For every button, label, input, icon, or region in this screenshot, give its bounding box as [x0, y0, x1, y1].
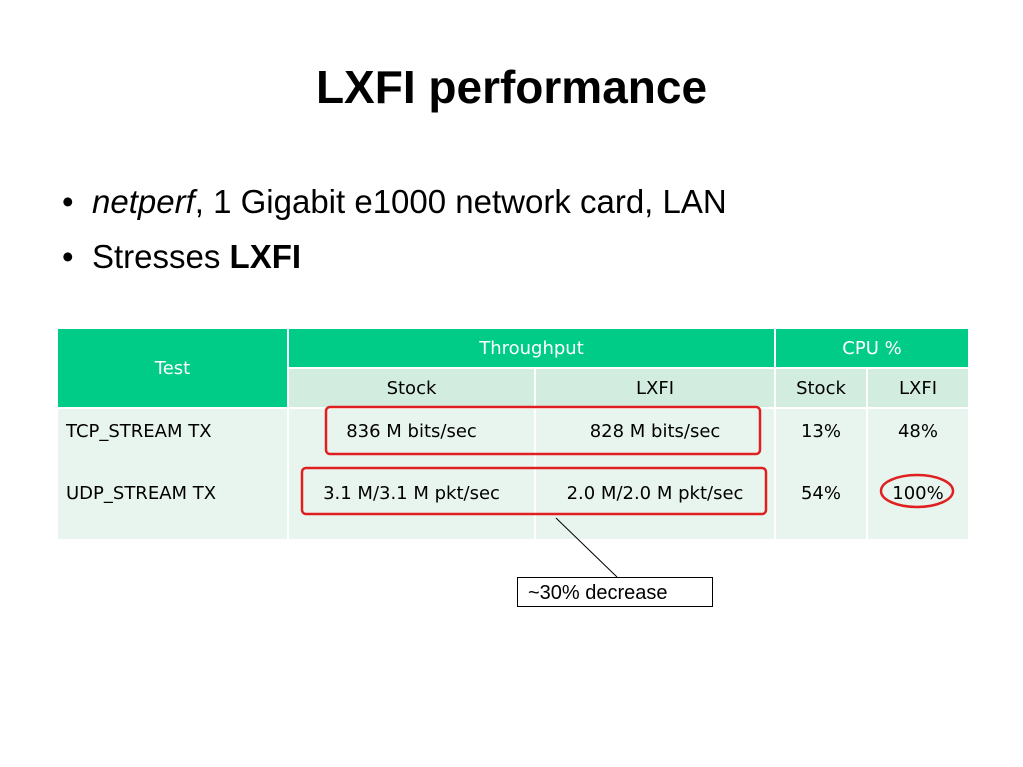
slide-title: LXFI performance	[315, 61, 708, 113]
subheader-cpu-lxfi: LXFI	[866, 367, 970, 409]
highlight-ellipse-cpu	[879, 473, 955, 509]
cell-throughput-stock: 836 M bits/sec	[346, 421, 477, 442]
column-cpu-stock: 13% 54%	[774, 407, 868, 541]
cell-throughput-lxfi: 2.0 M/2.0 M pkt/sec	[566, 483, 744, 504]
cell-cpu-stock: 13%	[800, 421, 841, 442]
header-throughput: Throughput	[287, 327, 776, 369]
header-test: Test	[56, 327, 289, 409]
column-cpu-lxfi: 48% 100%	[866, 407, 970, 541]
header-cpu: CPU %	[774, 327, 970, 369]
cell-cpu-lxfi: 100%	[892, 483, 944, 504]
column-throughput-stock: 836 M bits/sec 3.1 M/3.1 M pkt/sec	[287, 407, 536, 541]
callout-line	[555, 517, 618, 578]
column-test: TCP_STREAM TX UDP_STREAM TX	[56, 407, 289, 541]
bullet-item: • netperf, 1 Gigabit e1000 network card, …	[62, 183, 727, 238]
cell-throughput-stock: 3.1 M/3.1 M pkt/sec	[323, 483, 500, 504]
performance-table: Test Throughput CPU % Stock LXFI Stock L…	[56, 327, 970, 541]
bullet-text: Stresses	[92, 238, 230, 275]
highlight-box-udp	[300, 466, 768, 516]
bullet-text: , 1 Gigabit e1000 network card, LAN	[194, 183, 727, 220]
subheader-throughput-lxfi: LXFI	[534, 367, 776, 409]
subheader-throughput-stock: Stock	[287, 367, 536, 409]
cell-cpu-stock: 54%	[800, 483, 841, 504]
bullet-dot: •	[62, 183, 74, 220]
column-throughput-lxfi: 828 M bits/sec 2.0 M/2.0 M pkt/sec	[534, 407, 776, 541]
highlight-box-tcp	[324, 405, 762, 456]
bullet-bold-text: LXFI	[229, 238, 302, 275]
bullet-item: • Stresses LXFI	[62, 238, 727, 293]
cell-test: UDP_STREAM TX	[66, 483, 217, 504]
cell-throughput-lxfi: 828 M bits/sec	[589, 421, 721, 442]
subheader-cpu-stock: Stock	[774, 367, 868, 409]
bullet-italic-text: netperf	[92, 183, 195, 220]
bullet-list: • netperf, 1 Gigabit e1000 network card, …	[62, 183, 727, 293]
bullet-dot: •	[62, 238, 74, 275]
callout-note: ~30% decrease	[517, 577, 713, 607]
cell-test: TCP_STREAM TX	[66, 421, 212, 442]
cell-cpu-lxfi: 48%	[897, 421, 938, 442]
